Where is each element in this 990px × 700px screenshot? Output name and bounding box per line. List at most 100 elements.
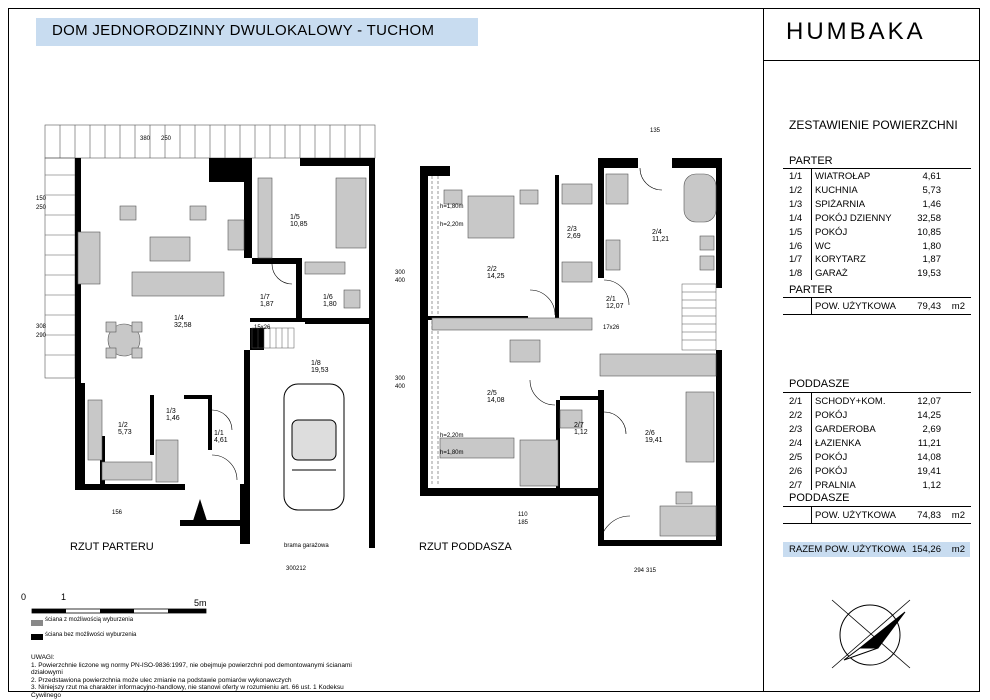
dimension-label: 400 (395, 278, 406, 284)
dimension-label: 15x26 (254, 325, 271, 331)
dimension-label: 156 (112, 510, 123, 516)
parter-heading: PARTER (789, 155, 833, 167)
upper-plan-label: RZUT PODDASZA (419, 541, 512, 553)
height-label: h=1,80m (440, 450, 464, 456)
terrace-hatch (44, 124, 376, 379)
legend-fixed-label: ściana bez możliwości wyburzenia (45, 632, 137, 638)
legend-removable-swatch (31, 620, 43, 626)
dimension-label: 300 (395, 270, 406, 276)
table-rule (783, 523, 971, 524)
height-label: h=2,20m (440, 222, 464, 228)
grand-total-value: 154,26 (911, 544, 941, 555)
table-rule (783, 168, 971, 169)
dimension-label: 294 (634, 568, 645, 574)
sheet-frame (8, 8, 980, 692)
grand-total-unit: m2 (951, 544, 965, 555)
dimension-label: 300 (286, 566, 297, 572)
dimension-label: 212 (296, 566, 307, 572)
dimension-label: 380 (140, 136, 151, 142)
note-line: 1. Powierzchnie liczone wg normy PN-ISO-… (31, 661, 352, 677)
north-arrow-icon (831, 599, 911, 669)
dimension-label: 150 (36, 196, 47, 202)
notes-heading: UWAGI: (31, 654, 55, 661)
dimension-label: 250 (36, 205, 47, 211)
brand-logo: HUMBAKA (786, 18, 926, 45)
scale-zero: 0 (21, 592, 27, 602)
dimension-label: 17x26 (603, 325, 620, 331)
dimension-label: 300 (395, 376, 406, 382)
height-label: h=2,20m (440, 433, 464, 439)
table-rule (783, 297, 971, 298)
dimension-label: 185 (518, 520, 529, 526)
dimension-label: 250 (161, 136, 172, 142)
grand-total-bar (783, 542, 970, 557)
note-line: 3. Niniejszy rzut ma charakter informacy… (31, 684, 344, 699)
table-rule (811, 297, 812, 314)
dimension-label: 290 (36, 333, 47, 339)
parter-total-heading: PARTER (789, 284, 833, 296)
dimension-label: 400 (395, 384, 406, 390)
dimension-label: 315 (646, 568, 657, 574)
summary-title: ZESTAWIENIE POWIERZCHNI (789, 118, 958, 132)
legend-fixed-swatch (31, 634, 43, 640)
gate-label: brama garażowa (284, 543, 329, 549)
note-line: 2. Przedstawiona powierzchnia może ulec … (31, 676, 292, 684)
table-rule (811, 392, 812, 490)
scale-one: 1 (61, 592, 67, 602)
grand-total-label: RAZEM POW. UŻYTKOWA (789, 544, 906, 555)
ground-plan-label: RZUT PARTERU (70, 541, 154, 553)
car-icon (283, 383, 345, 511)
dimension-label: 135 (650, 128, 661, 134)
scale-five: 5m (194, 598, 207, 608)
height-label: h=1,80m (440, 204, 464, 210)
title-bar (36, 18, 478, 46)
legend-removable-label: ściana z możliwością wyburzenia (45, 617, 134, 623)
table-rule (811, 168, 812, 280)
ground-floor-plan (44, 124, 376, 548)
brand-divider (763, 60, 980, 61)
dimension-label: 110 (518, 512, 528, 518)
poddasze-total-heading: PODDASZE (789, 492, 850, 504)
poddasze-heading: PODDASZE (789, 378, 850, 390)
sidebar-divider (763, 8, 764, 692)
page-title: DOM JEDNORODZINNY DWULOKALOWY - TUCHOM (52, 22, 435, 39)
table-rule (811, 506, 812, 523)
dimension-label: 308 (36, 324, 47, 330)
scale-bar (31, 608, 207, 614)
upper-floor-plan (420, 158, 722, 547)
notes: UWAGI: 1. Powierzchnie liczone wg normy … (31, 654, 371, 699)
table-rule (783, 392, 971, 393)
table-rule (783, 506, 971, 507)
